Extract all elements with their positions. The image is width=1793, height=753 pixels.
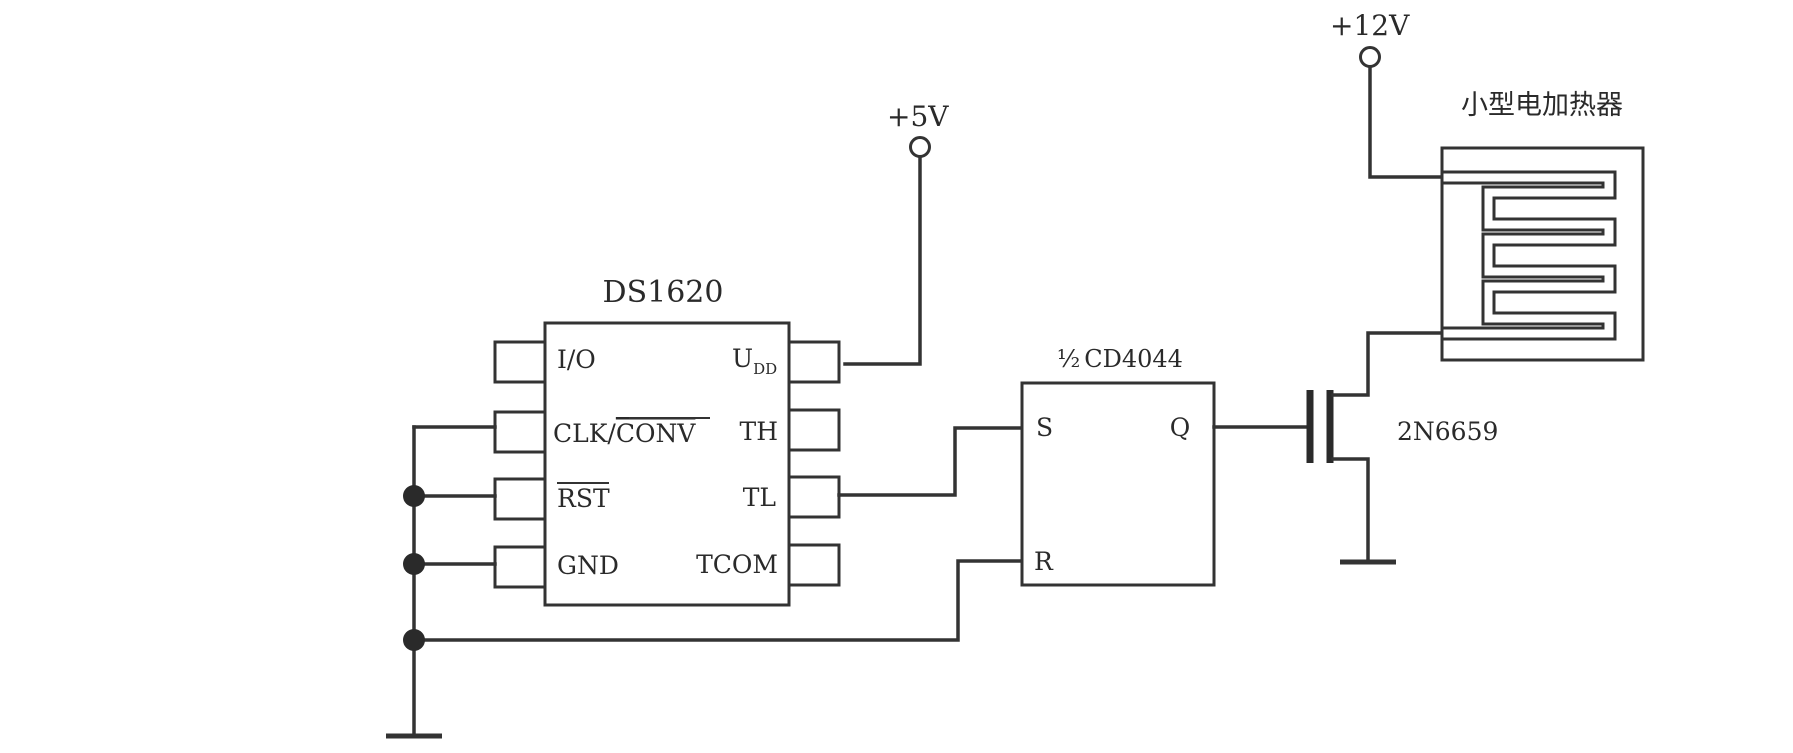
label-rst: RST — [557, 484, 610, 513]
supply-12v-label: +12V — [1330, 9, 1410, 42]
label-conv: CONV — [616, 419, 696, 448]
cd4044-frac: ½ — [1057, 345, 1080, 373]
label-tl: TL — [743, 483, 776, 512]
junction-gnd — [403, 553, 425, 575]
label-io: I/O — [557, 345, 596, 374]
label-s: S — [1036, 413, 1053, 442]
junction-bottom — [403, 629, 425, 651]
supply-5v: +5V — [843, 100, 949, 366]
label-udd: UDD — [732, 344, 777, 378]
heater-name: 小型电加热器 — [1461, 90, 1623, 121]
heater-element-inner — [1442, 181, 1605, 330]
ds1620-name: DS1620 — [603, 275, 724, 310]
label-th: TH — [740, 417, 778, 446]
mosfet-2n6659: 2N6659 — [1306, 331, 1498, 565]
ds1620-ic: DS1620 I/O CLK/CONV RST GND UDD TH TL TC… — [493, 275, 841, 607]
junction-rst — [403, 485, 425, 507]
supply-5v-label: +5V — [887, 100, 949, 133]
label-udd-main: U — [732, 344, 753, 373]
label-clk: CLK/ — [553, 419, 616, 448]
label-udd-sub: DD — [753, 360, 777, 378]
label-q: Q — [1170, 413, 1191, 442]
wire-source — [1331, 457, 1370, 564]
wire-drain — [1331, 331, 1444, 397]
wire-bus-to-r — [412, 559, 1026, 642]
pin-gnd — [493, 545, 547, 589]
heater-element — [1442, 170, 1617, 341]
supply-5v-terminal — [909, 136, 931, 158]
pin-tl — [787, 475, 841, 519]
pin-udd — [787, 340, 841, 384]
heater: 小型电加热器 — [1440, 90, 1645, 362]
label-clk-conv: CLK/CONV — [553, 419, 696, 448]
supply-12v-terminal — [1359, 46, 1381, 68]
label-tcom: TCOM — [696, 550, 778, 579]
wire-12v-to-heater — [1368, 65, 1444, 179]
wire-5v-to-udd — [843, 155, 922, 366]
cd4044-label: CD4044 — [1084, 345, 1183, 373]
pin-io — [493, 340, 547, 384]
supply-12v: +12V — [1330, 9, 1444, 179]
pin-rst — [493, 477, 547, 521]
pin-tcom — [787, 543, 841, 587]
pin-th — [787, 408, 841, 452]
pin-clk-conv — [493, 410, 547, 454]
ground-bus — [386, 425, 1026, 739]
label-gnd: GND — [557, 551, 619, 580]
mosfet-name: 2N6659 — [1397, 417, 1498, 446]
label-r: R — [1034, 547, 1054, 576]
ds1620-body — [543, 321, 791, 607]
wire-tl-to-s — [837, 426, 1026, 497]
cd4044-body — [1020, 381, 1216, 587]
